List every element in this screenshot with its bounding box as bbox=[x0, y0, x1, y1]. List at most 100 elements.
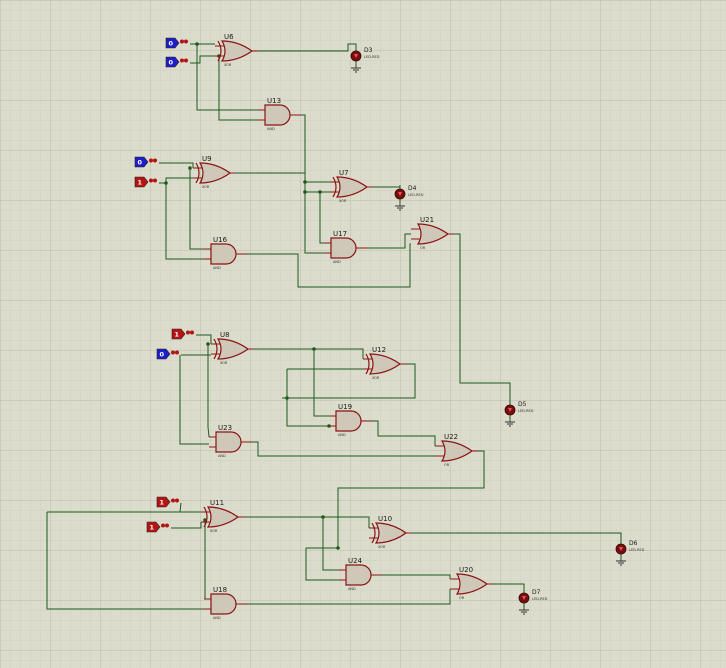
gate-type-label: AND bbox=[218, 454, 226, 458]
led-label: D4 bbox=[408, 185, 417, 192]
gate-label: U11 bbox=[210, 499, 224, 507]
wire bbox=[244, 516, 370, 528]
wire bbox=[382, 574, 451, 579]
gate-label: U13 bbox=[267, 97, 281, 105]
logic-state-in8[interactable]: 1 bbox=[146, 521, 169, 533]
wire bbox=[171, 522, 202, 529]
wire bbox=[218, 56, 258, 121]
gate-type-label: XOR bbox=[224, 63, 232, 67]
led-type-label: LED-RED bbox=[518, 409, 534, 413]
led-type-label: LED-RED bbox=[532, 597, 548, 601]
junction-dot bbox=[195, 42, 199, 46]
gate-label: U16 bbox=[213, 236, 228, 244]
wires bbox=[46, 43, 622, 610]
gate-type-label: AND bbox=[267, 127, 275, 131]
logic-value: 0 bbox=[138, 159, 143, 167]
gate-type-label: OR bbox=[420, 246, 426, 250]
logic-state-in1[interactable]: 0 bbox=[165, 37, 188, 49]
wire bbox=[179, 355, 209, 445]
led-label: D6 bbox=[629, 540, 638, 547]
gate-type-label: XOR bbox=[210, 529, 218, 533]
gate-type-label: XOR bbox=[339, 199, 347, 203]
wire bbox=[301, 114, 330, 183]
gate-label: U22 bbox=[444, 433, 458, 441]
gate-body-and bbox=[210, 593, 237, 615]
wire bbox=[305, 518, 339, 581]
logic-value: 0 bbox=[160, 351, 165, 359]
gate-type-label: XOR bbox=[378, 545, 386, 549]
leds: D3LED-REDD4LED-REDD5LED-REDD6LED-REDD7LE… bbox=[350, 47, 645, 615]
gate-body-and bbox=[330, 237, 357, 259]
wire bbox=[313, 349, 329, 417]
junction-dot bbox=[188, 166, 192, 170]
logic-state-in4[interactable]: 1 bbox=[134, 176, 157, 188]
logic-value: 1 bbox=[150, 524, 155, 532]
gate-label: U8 bbox=[220, 331, 230, 339]
logic-state-in6[interactable]: 0 bbox=[156, 348, 179, 360]
wire bbox=[282, 363, 416, 399]
wire bbox=[254, 348, 364, 359]
logic-value: 1 bbox=[160, 499, 165, 507]
gates: U6XORU13ANDU9XORU7XORU16ANDU17ANDU21ORU8… bbox=[193, 33, 493, 620]
wire bbox=[159, 162, 194, 168]
gate-label: U23 bbox=[218, 424, 232, 432]
logic-value: 0 bbox=[169, 40, 174, 48]
logic-value: 1 bbox=[138, 179, 143, 187]
gate-label: U19 bbox=[338, 403, 352, 411]
gate-body-or bbox=[455, 573, 489, 595]
wire bbox=[207, 344, 210, 438]
wire bbox=[159, 177, 193, 184]
junction-dot bbox=[203, 518, 207, 522]
gate-body-and bbox=[210, 243, 237, 265]
wire bbox=[165, 183, 204, 260]
gate-label: U12 bbox=[372, 346, 386, 354]
gate-body-xor bbox=[216, 338, 250, 360]
junction-dot bbox=[318, 190, 322, 194]
gate-label: U10 bbox=[378, 515, 392, 523]
gate-type-label: AND bbox=[333, 260, 341, 264]
logic-inputs: 0 0 0 1 1 0 1 1 bbox=[134, 37, 194, 533]
led-type-label: LED-RED bbox=[629, 548, 645, 552]
logic-state-in7[interactable]: 1 bbox=[156, 496, 179, 508]
gate-type-label: OR bbox=[459, 596, 465, 600]
logic-state-in5[interactable]: 1 bbox=[171, 328, 194, 340]
junction-dot bbox=[303, 190, 307, 194]
gate-label: U17 bbox=[333, 230, 347, 238]
gate-body-xor bbox=[206, 506, 240, 528]
logic-state-in3[interactable]: 0 bbox=[134, 156, 157, 168]
wire bbox=[196, 44, 258, 111]
gate-body-xor bbox=[374, 522, 408, 544]
gate-type-label: XOR bbox=[202, 185, 210, 189]
gate-type-label: AND bbox=[348, 587, 356, 591]
led-label: D7 bbox=[532, 589, 541, 596]
wire bbox=[196, 334, 212, 344]
junction-dot bbox=[321, 515, 325, 519]
wire bbox=[304, 190, 324, 254]
gate-label: U24 bbox=[348, 557, 363, 565]
logic-state-in2[interactable]: 0 bbox=[165, 56, 188, 68]
wire bbox=[322, 517, 339, 571]
wire bbox=[247, 243, 411, 288]
gate-label: U20 bbox=[459, 566, 473, 574]
gate-type-label: XOR bbox=[220, 361, 228, 365]
